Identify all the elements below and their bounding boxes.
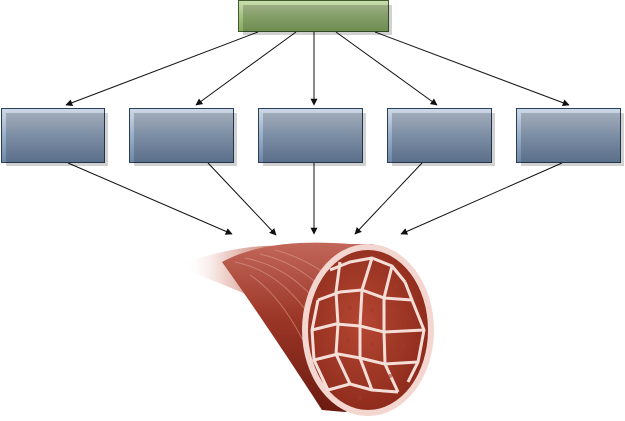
arrow-box-1-to-muscle xyxy=(67,162,233,235)
level-box-2 xyxy=(129,108,237,166)
level-box-5 xyxy=(516,108,624,166)
fascicle-borders xyxy=(310,256,426,394)
arrow-box-5-to-muscle xyxy=(400,162,563,235)
arrow-root-to-box-1 xyxy=(65,31,259,107)
level-box-1 xyxy=(1,108,108,166)
root-box xyxy=(238,0,392,35)
arrow-box-4-to-muscle xyxy=(354,162,423,235)
arrow-box-2-to-muscle xyxy=(207,162,277,236)
level-box-4 xyxy=(387,108,495,166)
cross-section xyxy=(302,244,434,416)
arrow-root-to-box-5 xyxy=(374,31,570,107)
arrow-root-to-box-2 xyxy=(195,31,297,106)
fiber-texture xyxy=(324,272,406,400)
arrow-root-to-box-4 xyxy=(335,31,438,106)
level-box-3 xyxy=(258,108,366,166)
